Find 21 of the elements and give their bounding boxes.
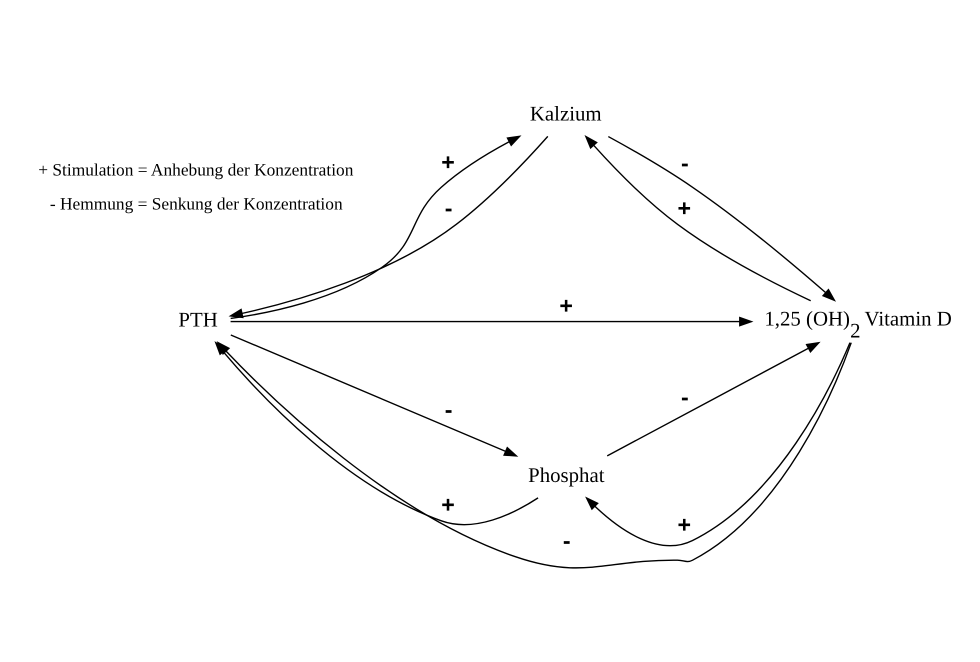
node-text: PTH [178,307,218,332]
edge-label: + [558,292,572,318]
edge-label: + [677,194,691,221]
edge-label: + [677,510,691,537]
edge-label: + [440,148,454,174]
arrow [584,134,810,301]
label: - Hemmung = Senkung der Konzentration [49,194,342,213]
arrow [608,135,836,302]
arrow [230,316,753,326]
arrow [584,342,850,546]
node-text: Phosphat [528,462,604,486]
edge-label: - [680,150,688,176]
label: + Stimulation = Anhebung der Konzentration [38,160,353,180]
edge-label: - [444,194,452,221]
arrow [606,341,820,456]
node-text: Kalzium [529,101,602,126]
edge-label: - [444,396,452,422]
edge-label: - [680,383,688,410]
arrow [230,334,518,456]
edge-label: - [562,527,570,554]
edge-label: + [440,491,454,518]
